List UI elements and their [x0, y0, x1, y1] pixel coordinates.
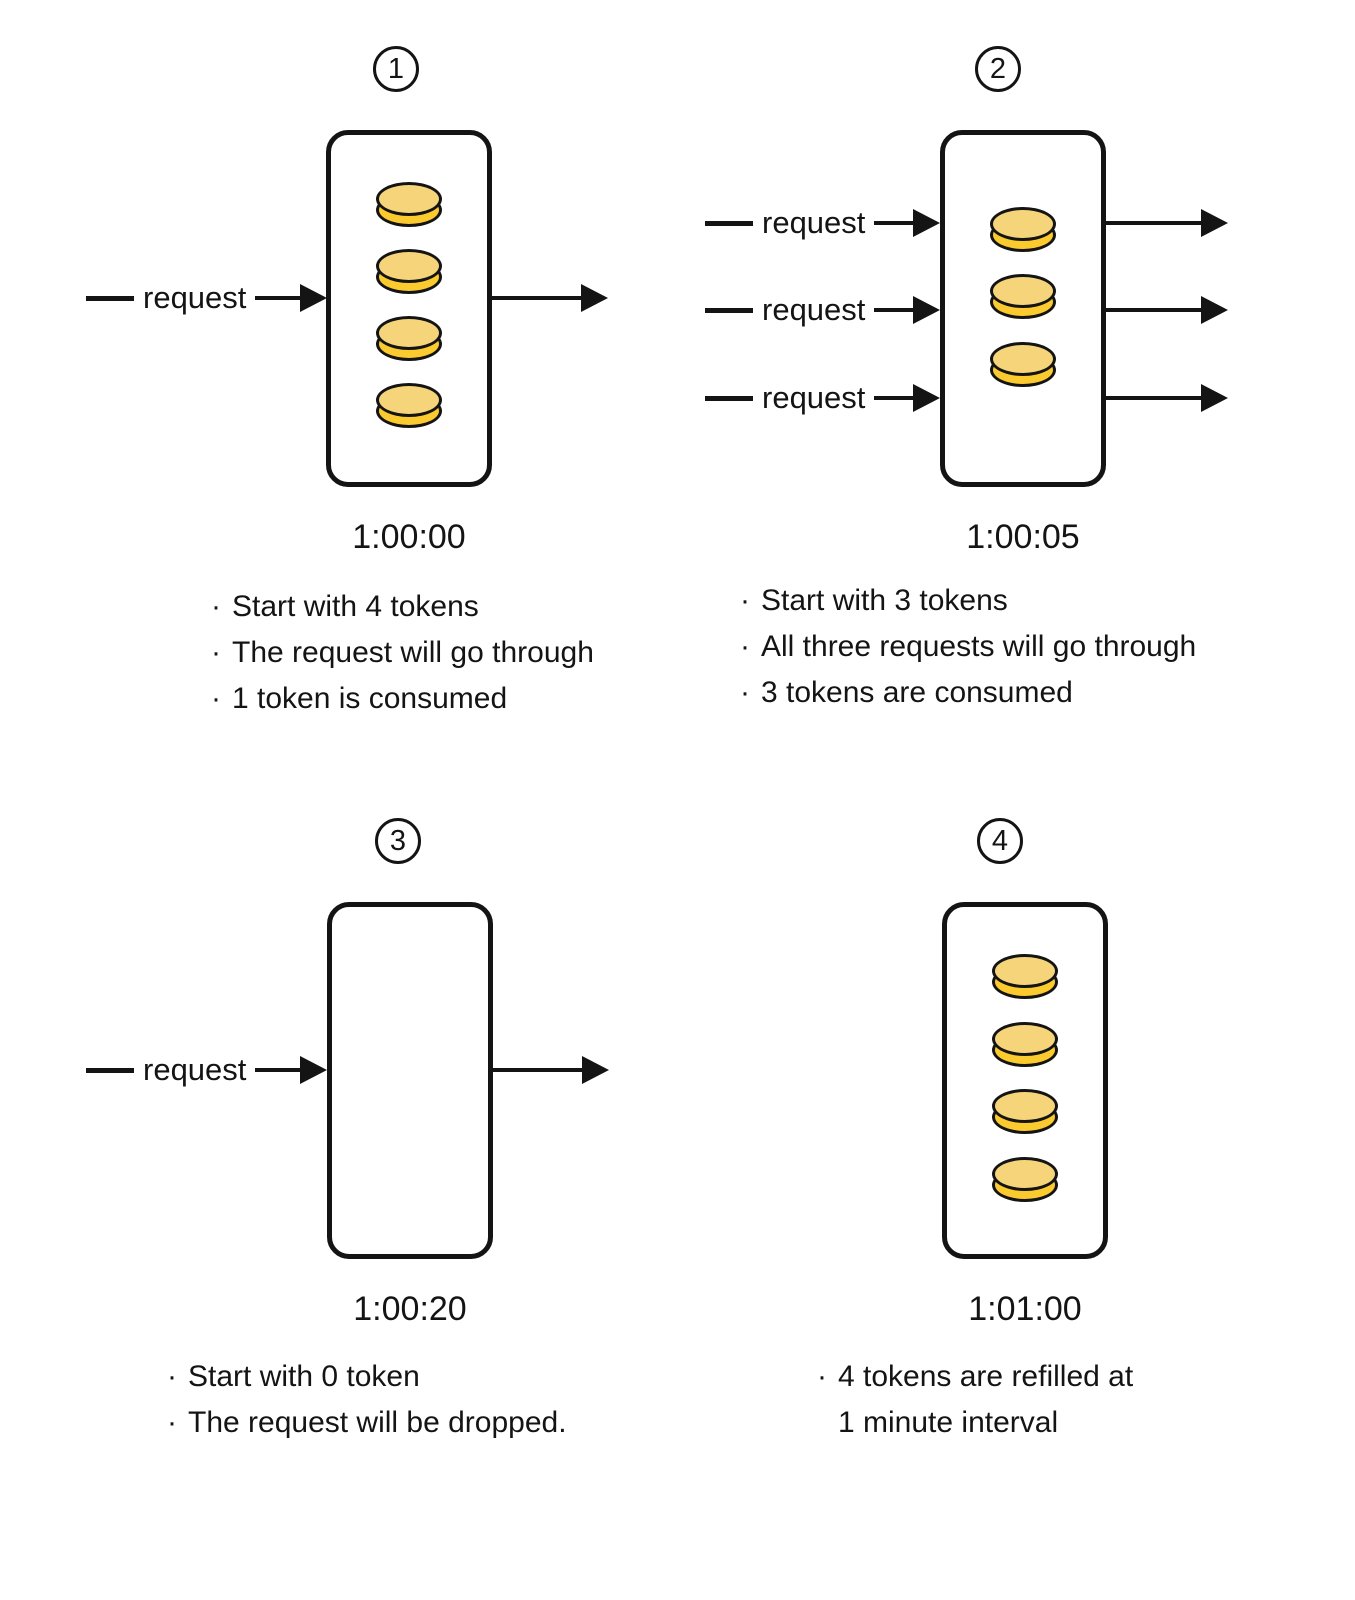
request-arrow-in: request	[86, 280, 327, 316]
bullet-item: · Start with 4 tokens	[205, 584, 594, 630]
arrowhead-icon	[1201, 209, 1228, 237]
token-coin	[990, 207, 1056, 252]
arrowhead-icon	[300, 284, 327, 312]
request-line-dash	[705, 220, 753, 226]
coin-top	[376, 383, 442, 417]
bullet-dot: ·	[740, 584, 750, 617]
bullet-dot: ·	[211, 682, 221, 715]
arrow-line	[874, 396, 913, 400]
coin-top	[992, 1157, 1058, 1191]
request-line-dash	[705, 307, 753, 313]
step-number-badge: 2	[975, 46, 1021, 92]
bullet-list: · 4 tokens are refilled at · 1 minute in…	[811, 1354, 1133, 1446]
token-coin	[990, 342, 1056, 387]
bullet-list: · Start with 0 token · The request will …	[161, 1354, 567, 1446]
arrow-line	[255, 296, 300, 300]
request-line-dash	[705, 395, 753, 401]
token-coin	[990, 274, 1056, 319]
arrowhead-icon	[1201, 296, 1228, 324]
step-number: 3	[389, 824, 407, 857]
bullet-item: · 1 token is consumed	[205, 676, 594, 722]
request-line-dash	[86, 1067, 134, 1073]
bullet-dot: ·	[211, 636, 221, 669]
bullet-item: · 4 tokens are refilled at	[811, 1354, 1133, 1400]
token-bucket	[327, 902, 493, 1259]
coin-top	[992, 954, 1058, 988]
arrowhead-icon	[913, 384, 940, 412]
timestamp: 1:00:20	[353, 1290, 467, 1328]
bullet-dot: ·	[167, 1360, 177, 1393]
token-coin	[376, 182, 442, 227]
bullet-item: · Start with 3 tokens	[734, 578, 1196, 624]
request-label: request	[762, 205, 866, 240]
request-arrow-in: request	[86, 1052, 327, 1088]
request-line-dash	[86, 295, 134, 301]
step-number-badge: 4	[977, 818, 1023, 864]
arrow-line	[492, 296, 581, 300]
step-number-badge: 1	[373, 46, 419, 92]
request-label: request	[762, 292, 866, 327]
arrow-line	[1106, 221, 1201, 225]
coin-top	[992, 1089, 1058, 1123]
timestamp: 1:00:00	[352, 518, 466, 556]
bullet-item: · The request will be dropped.	[161, 1400, 567, 1446]
bullet-dot: ·	[740, 676, 750, 709]
request-label: request	[143, 1052, 247, 1087]
bullet-dot: ·	[817, 1360, 827, 1393]
token-coin	[992, 1157, 1058, 1202]
bullet-item: · 3 tokens are consumed	[734, 670, 1196, 716]
arrowhead-icon	[582, 1056, 609, 1084]
coin-top	[990, 274, 1056, 308]
bullet-dot: ·	[740, 630, 750, 663]
arrowhead-icon	[1201, 384, 1228, 412]
arrow-out	[1106, 209, 1228, 237]
arrow-line	[874, 221, 913, 225]
token-coin	[992, 1089, 1058, 1134]
step-number: 1	[387, 52, 405, 85]
timestamp: 1:01:00	[968, 1290, 1082, 1328]
token-coin	[376, 383, 442, 428]
token-coin	[992, 1022, 1058, 1067]
bullet-item: · All three requests will go through	[734, 624, 1196, 670]
arrowhead-icon	[300, 1056, 327, 1084]
arrowhead-icon	[913, 209, 940, 237]
arrow-out	[1106, 296, 1228, 324]
arrowhead-icon	[581, 284, 608, 312]
arrow-line	[493, 1068, 582, 1072]
request-arrow-in: request	[705, 292, 940, 328]
timestamp: 1:00:05	[966, 518, 1080, 556]
bullet-item: · The request will go through	[205, 630, 594, 676]
coin-top	[992, 1022, 1058, 1056]
arrow-line	[1106, 308, 1201, 312]
arrow-line	[874, 308, 913, 312]
arrow-out	[493, 1056, 609, 1084]
request-label: request	[762, 380, 866, 415]
bullet-dot: ·	[211, 590, 221, 623]
arrow-line	[1106, 396, 1201, 400]
step-number: 4	[991, 824, 1009, 857]
step-number: 2	[989, 52, 1007, 85]
token-coin	[376, 316, 442, 361]
bullet-item: · 1 minute interval	[838, 1406, 1059, 1439]
coin-top	[990, 342, 1056, 376]
coin-top	[376, 316, 442, 350]
bullet-list: · Start with 3 tokens · All three reques…	[734, 578, 1196, 716]
arrow-out	[1106, 384, 1228, 412]
request-label: request	[143, 280, 247, 315]
coin-top	[376, 182, 442, 216]
coin-top	[990, 207, 1056, 241]
token-coin	[992, 954, 1058, 999]
arrowhead-icon	[913, 296, 940, 324]
token-coin	[376, 249, 442, 294]
bullet-item: · Start with 0 token	[161, 1354, 567, 1400]
arrow-out	[492, 284, 608, 312]
request-arrow-in: request	[705, 205, 940, 241]
arrow-line	[255, 1068, 300, 1072]
bullet-list: · Start with 4 tokens · The request will…	[205, 584, 594, 722]
coin-top	[376, 249, 442, 283]
request-arrow-in: request	[705, 380, 940, 416]
bullet-dot: ·	[167, 1406, 177, 1439]
step-number-badge: 3	[375, 818, 421, 864]
